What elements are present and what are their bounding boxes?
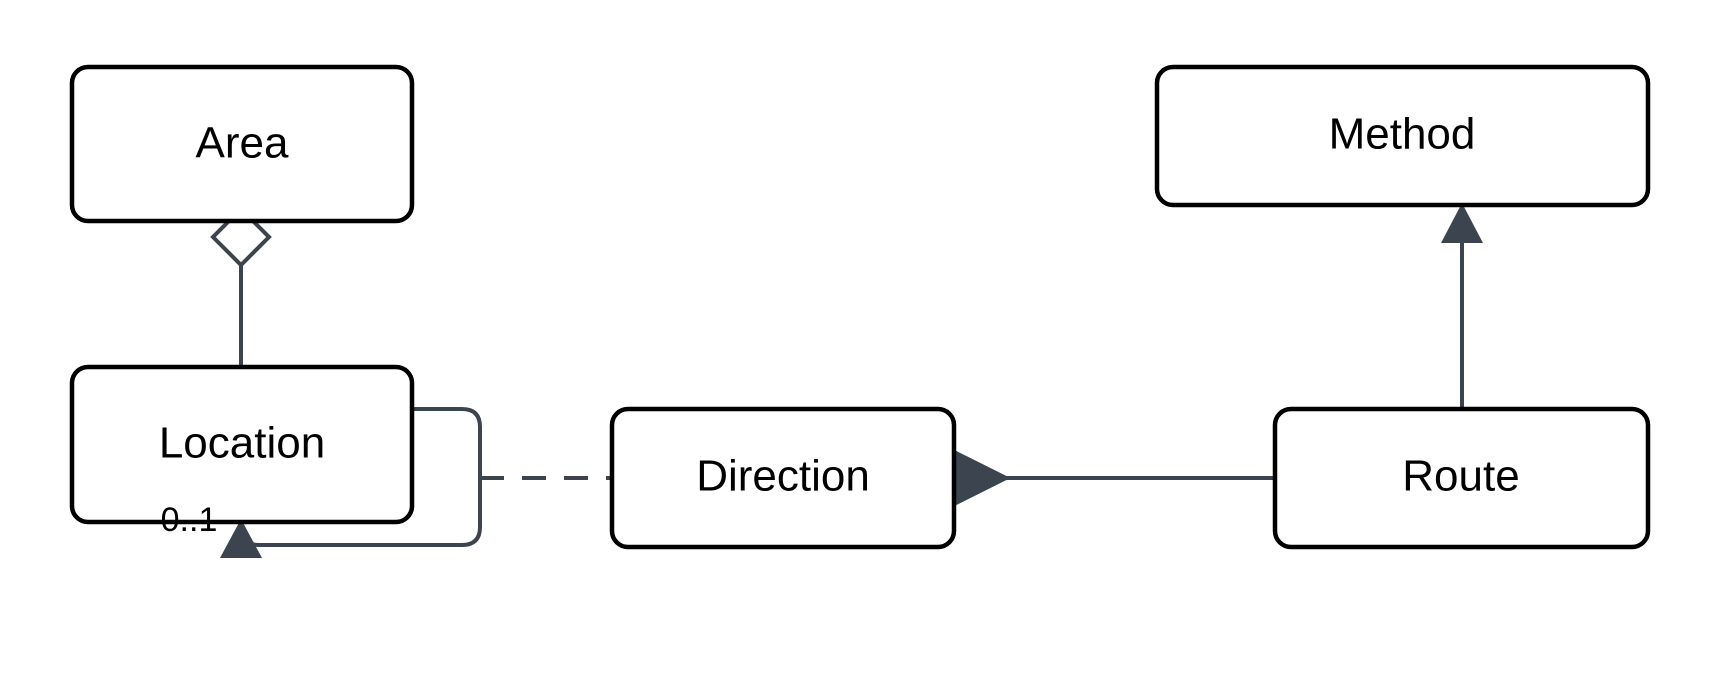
node-route-label: Route [1402, 452, 1519, 501]
node-location-label: Location [159, 419, 325, 468]
node-method-box [1154, 64, 1651, 208]
node-direction[interactable]: Direction [609, 406, 957, 550]
node-direction-label: Direction [696, 452, 870, 501]
node-location[interactable]: Location [69, 364, 415, 525]
node-route-box [1272, 406, 1651, 550]
edge-location-self[interactable] [220, 407, 482, 558]
node-direction-box [609, 406, 957, 550]
node-area[interactable]: Area [69, 64, 415, 224]
node-method[interactable]: Method [1154, 64, 1651, 208]
edge-direction-route[interactable] [897, 449, 1275, 507]
node-route[interactable]: Route [1272, 406, 1651, 550]
node-area-box [69, 64, 415, 224]
filled-arrow-icon [1441, 203, 1483, 243]
edge-area-location[interactable] [210, 206, 272, 367]
node-method-label: Method [1329, 110, 1476, 159]
edge-route-method[interactable] [1441, 203, 1483, 409]
node-location-box [69, 364, 415, 525]
node-area-label: Area [196, 119, 289, 168]
multiplicity-label-location-self: 0..1 [161, 501, 218, 539]
filled-arrow-icon [220, 519, 262, 558]
